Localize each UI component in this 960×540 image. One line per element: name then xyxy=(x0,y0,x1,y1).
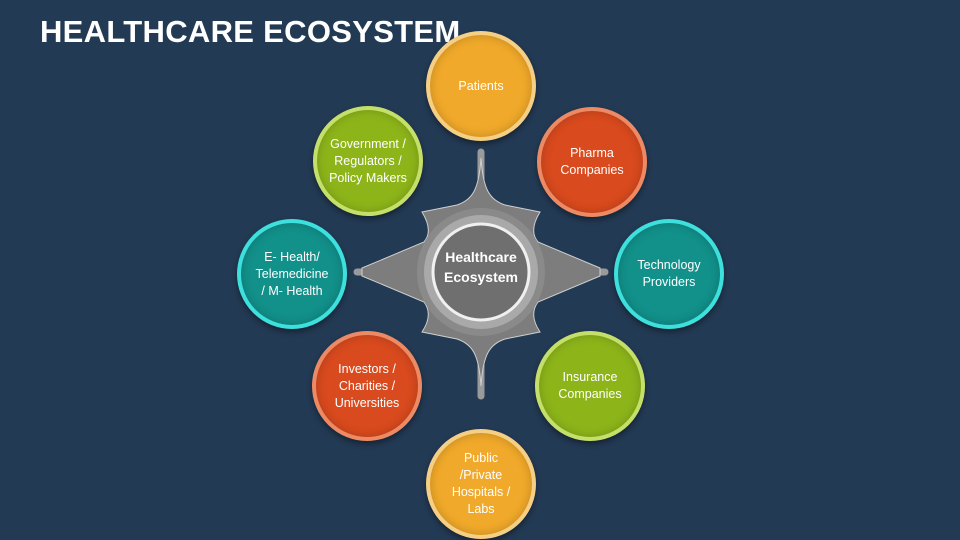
hub-label: Healthcare Ecosystem xyxy=(444,249,518,285)
node-hospitals-labs: Public /Private Hospitals / Labs xyxy=(426,429,536,539)
node-label: Government / Regulators / Policy Makers xyxy=(329,136,407,185)
node-investors-charities-universities: Investors / Charities / Universities xyxy=(312,331,422,441)
node-label: E- Health/ Telemedicine / M- Health xyxy=(255,249,329,298)
node-pharma-companies: Pharma Companies xyxy=(537,107,647,217)
node-label: Technology Providers xyxy=(637,258,701,289)
node-government-regulators: Government / Regulators / Policy Makers xyxy=(313,106,423,216)
node-label: Investors / Charities / Universities xyxy=(334,361,400,410)
node-technology-providers: Technology Providers xyxy=(614,219,724,329)
node-insurance-companies: Insurance Companies xyxy=(535,331,645,441)
node-label: Pharma Companies xyxy=(560,146,624,177)
node-label: Patients xyxy=(458,78,504,93)
node-label: Public /Private Hospitals / Labs xyxy=(451,451,511,516)
page-title: HEALTHCARE ECOSYSTEM xyxy=(40,14,461,49)
node-patients: Patients xyxy=(426,31,536,141)
node-e-health-telemedicine: E- Health/ Telemedicine / M- Health xyxy=(237,219,347,329)
node-label: Insurance Companies xyxy=(558,370,622,401)
